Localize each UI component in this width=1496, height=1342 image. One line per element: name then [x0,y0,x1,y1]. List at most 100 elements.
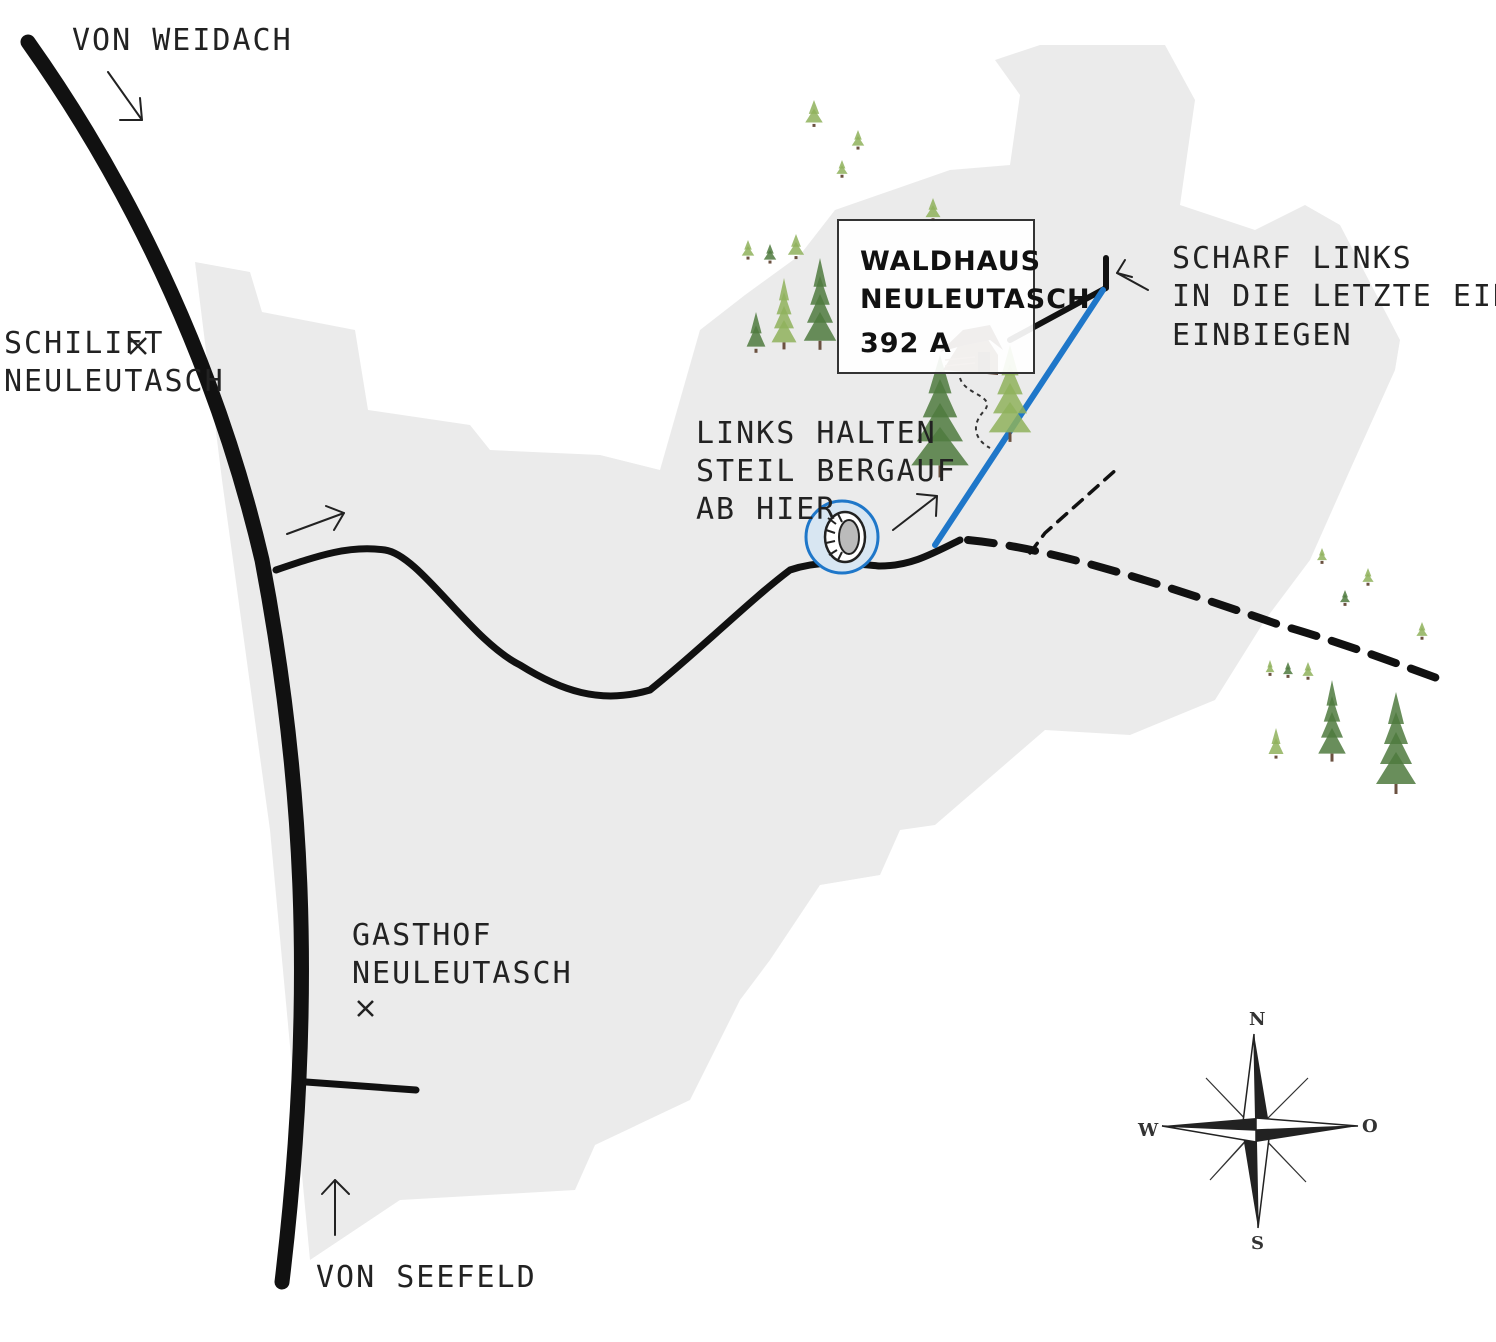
compass-west-label: W [1137,1120,1159,1141]
gasthof-cross-marker-icon [357,1000,374,1017]
label-sharp-left-line1: SCHARF LINKS [1172,241,1413,276]
tree-trunk [856,146,860,150]
fir-tree-icon [928,355,952,394]
label-keep-left-line1: LINKS HALTEN [696,416,937,451]
fir-tree-icon [1323,696,1341,722]
fir-tree-icon [741,246,755,256]
fir-tree-icon [917,403,963,442]
main-road [20,34,310,1290]
fir-tree-icon [810,276,830,305]
arrow-keep-left-icon [892,493,938,531]
tree-trunk [1366,582,1370,586]
compass-north-label: N [1249,1009,1265,1030]
destination-box [837,219,1035,374]
tree-trunk [1274,755,1278,759]
fir-tree-icon [911,427,969,466]
label-gasthof-line2: NEULEUTASCH [352,956,573,991]
fir-tree-icon [813,258,827,287]
fir-tree-icon [1318,728,1346,754]
driveway [1007,255,1109,343]
label-keep-left-line3: AB HIER [696,492,836,527]
destination-name-line2: NEULEUTASCH [860,284,1091,315]
tree-trunk [1394,784,1398,794]
fir-tree-icon [1376,752,1416,784]
gasthof-road [302,1078,420,1094]
fir-tree-icon [803,312,837,341]
fir-tree-icon [779,278,789,301]
destination-house-number: 392 A [860,328,952,359]
snow-chain-tire-icon [804,499,880,575]
tree-trunk [1008,432,1012,442]
ski-lift-cross-marker-icon [129,337,147,355]
tree-trunk [1420,636,1424,640]
fir-tree-icon [771,320,797,343]
tree-trunk [818,340,822,350]
fir-tree-icon [838,160,846,169]
fir-tree-icon [1380,732,1412,764]
fir-tree-icon [750,312,762,334]
fir-tree-icon [1267,660,1273,668]
fir-tree-icon [1302,667,1314,676]
fir-tree-icon [791,234,801,247]
dashed-trail-north [1028,466,1120,555]
label-from-weidach: VON WEIDACH [72,23,293,58]
fir-tree-icon [1265,664,1275,673]
compass-east-label: O [1362,1116,1378,1137]
fir-tree-icon [1364,568,1372,577]
fir-tree-icon [1418,622,1426,631]
label-from-seefeld: VON SEEFELD [316,1260,537,1295]
dashed-trail-east [964,536,1452,686]
tree-trunk [1320,560,1324,564]
fir-tree-icon [1268,738,1284,754]
fir-tree-icon [1283,666,1293,675]
tree-trunk [812,123,816,127]
arrow-from-seefeld-icon [321,1179,350,1236]
fir-tree-icon [766,244,774,254]
fir-tree-icon [1271,728,1281,744]
tree-trunk [1306,676,1310,680]
label-ski-lift-line2: NEULEUTASCH [4,364,225,399]
fir-tree-icon [854,130,862,140]
arrow-sharp-left-icon [1116,259,1149,291]
fir-tree-icon [993,383,1027,414]
fir-tree-icon [808,100,820,114]
fir-tree-icon [988,402,1032,433]
fir-tree-icon [925,205,941,218]
fir-tree-icon [746,325,766,347]
fir-tree-icon [807,294,833,323]
tree-trunk [1286,674,1290,678]
terrain-area [195,45,1400,1260]
fir-tree-icon [1319,548,1325,556]
tree-trunk [1343,602,1347,606]
fir-tree-icon [1340,594,1350,603]
fir-tree-icon [1285,662,1291,670]
label-sharp-left-line3: EINBIEGEN [1172,318,1353,353]
fir-tree-icon [763,250,777,260]
fir-tree-icon [1362,573,1374,582]
fir-tree-icon [1326,680,1338,706]
fir-tree-icon [1384,712,1408,744]
fir-tree-icon [1304,662,1312,671]
fir-tree-icon [805,108,823,123]
tree-trunk [746,256,750,260]
compass-south-label: S [1251,1233,1264,1254]
destination-name-line1: WALDHAUS [860,246,1041,277]
tree-trunk [782,342,786,350]
fir-tree-icon [774,306,794,329]
access-road [272,536,964,700]
label-ski-lift-line1: SCHILIFT [4,326,165,361]
tree-trunk [768,260,772,264]
fir-tree-icon [744,240,752,250]
fir-tree-icon [922,379,958,418]
label-keep-left-line2: STEIL BERGAUF [696,454,957,489]
fir-tree-icon [928,198,938,210]
tree-trunk [840,174,844,178]
fir-tree-icon [851,136,865,146]
fir-tree-icon [997,364,1023,395]
fir-tree-icon [1416,627,1428,636]
fir-tree-icon [776,292,792,315]
fir-tree-icon [1317,552,1327,561]
tree-trunk [1268,672,1272,676]
